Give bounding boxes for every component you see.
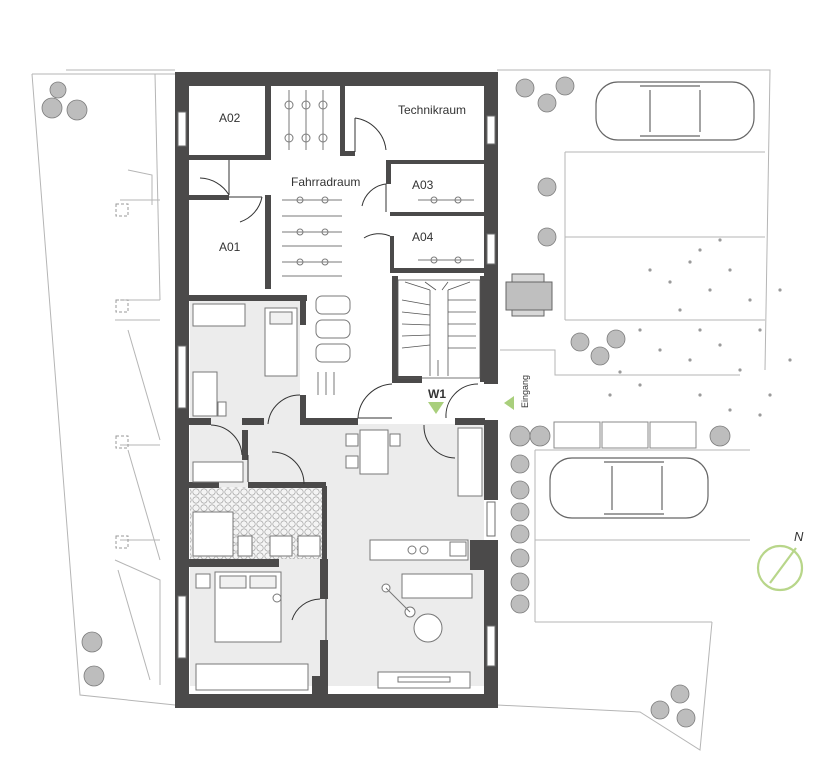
furniture	[192, 303, 483, 691]
entrance-triangle-main	[504, 396, 514, 410]
ground-cover	[608, 238, 792, 417]
doors	[199, 117, 479, 640]
room-label-fahrradraum: Fahrradraum	[291, 175, 360, 189]
interior-walls	[189, 86, 490, 694]
room-label-a01: A01	[219, 240, 241, 254]
unit-label-w1: W1	[428, 387, 446, 401]
room-label-technikraum: Technikraum	[398, 103, 466, 117]
compass-north-label: N	[794, 529, 804, 544]
outdoor-seat	[505, 273, 553, 317]
entrance-label: Eingang	[520, 375, 530, 408]
windows	[177, 111, 496, 667]
entrance-triangle-w1	[428, 402, 444, 414]
room-label-a04: A04	[412, 230, 434, 244]
paving	[553, 421, 697, 449]
trees	[41, 76, 731, 728]
cars	[549, 81, 755, 519]
room-label-a02: A02	[219, 111, 241, 125]
staircase	[397, 279, 481, 379]
site-outline	[31, 69, 771, 751]
strollers	[315, 295, 351, 395]
bicycles	[282, 90, 474, 277]
compass	[756, 544, 804, 592]
site-markers	[115, 203, 129, 549]
room-label-a03: A03	[412, 178, 434, 192]
exterior-walls	[175, 72, 498, 708]
